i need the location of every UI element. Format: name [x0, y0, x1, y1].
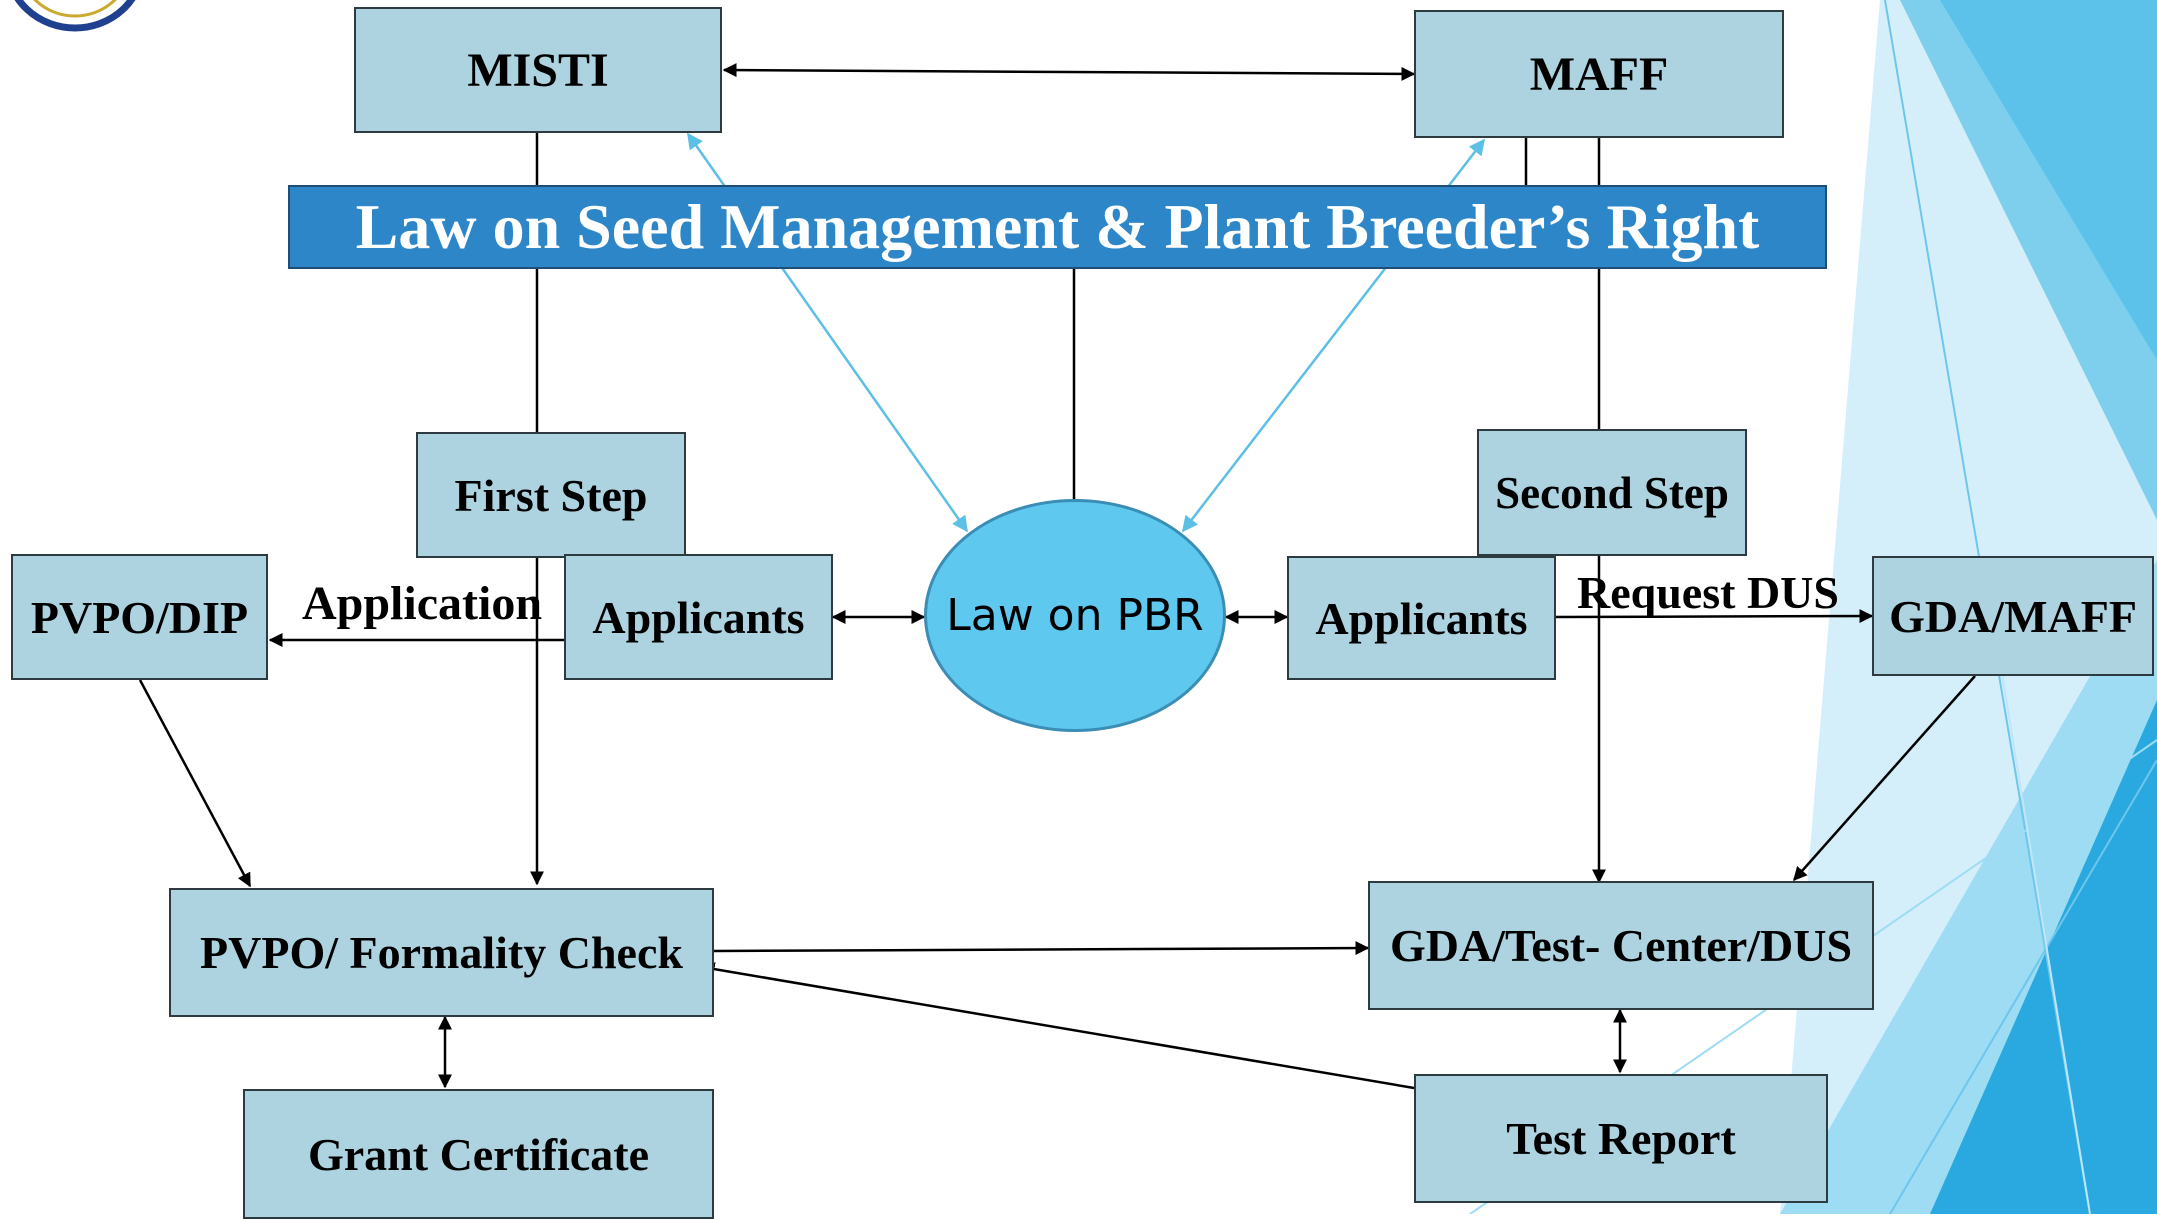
edge-dip-formality: [138, 679, 252, 888]
node-misti-label: MISTI: [467, 43, 609, 97]
bg-thin-line: [1989, 599, 2091, 1214]
node-applicants-right-label: Applicants: [1315, 592, 1528, 644]
node-test-report-label: Test Report: [1506, 1113, 1736, 1164]
node-second-step: Second Step: [1477, 429, 1747, 556]
node-pvpo-formality-check-label: PVPO/ Formality Check: [200, 927, 683, 978]
bg-thin-line: [1889, 759, 2157, 1214]
node-applicants-left-label: Applicants: [592, 591, 805, 643]
node-gda-test-center: GDA/Test- Center/DUS: [1368, 881, 1874, 1010]
edge-formality-gdatest: [713, 941, 1370, 956]
node-grant-certificate: Grant Certificate: [243, 1089, 714, 1219]
node-law-on-pbr: Law on PBR: [924, 499, 1226, 732]
node-maff: MAFF: [1414, 10, 1784, 138]
node-misti: MISTI: [354, 7, 722, 133]
node-gda-test-center-label: GDA/Test- Center/DUS: [1389, 920, 1853, 971]
node-maff-label: MAFF: [1529, 47, 1669, 101]
node-pvpo-dip: PVPO/DIP: [11, 554, 268, 680]
edge-testreport-formality: [700, 962, 1415, 1090]
bg-bottom-triangle: [1930, 700, 2157, 1214]
node-test-report: Test Report: [1414, 1074, 1828, 1203]
node-first-step: First Step: [416, 432, 686, 558]
edge-label-application: Application: [302, 577, 543, 630]
edge-label-request-dus: Request DUS: [1577, 567, 1839, 618]
bg-top-triangle-dark: [1940, 0, 2157, 360]
node-gda-maff: GDA/MAFF: [1872, 556, 2154, 676]
node-applicants-right: Applicants: [1287, 556, 1556, 680]
edge-gdamaff-gdatest: [1793, 675, 1976, 882]
banner-law-title: Law on Seed Management & Plant Breeder’s…: [288, 185, 1827, 269]
banner-law-title-text: Law on Seed Management & Plant Breeder’s…: [355, 191, 1760, 262]
node-gda-maff-label: GDA/MAFF: [1889, 590, 2137, 642]
logo: [0, 0, 150, 32]
node-first-step-label: First Step: [454, 469, 648, 521]
node-second-step-label: Second Step: [1495, 467, 1729, 518]
node-pvpo-dip-label: PVPO/DIP: [30, 591, 249, 643]
node-applicants-left: Applicants: [564, 554, 833, 680]
node-law-on-pbr-label: Law on PBR: [946, 590, 1204, 641]
node-grant-certificate-label: Grant Certificate: [307, 1128, 649, 1180]
node-pvpo-formality-check: PVPO/ Formality Check: [169, 888, 714, 1017]
edge-request-dus: [1555, 609, 1874, 624]
edge-misti-maff: [722, 63, 1416, 81]
